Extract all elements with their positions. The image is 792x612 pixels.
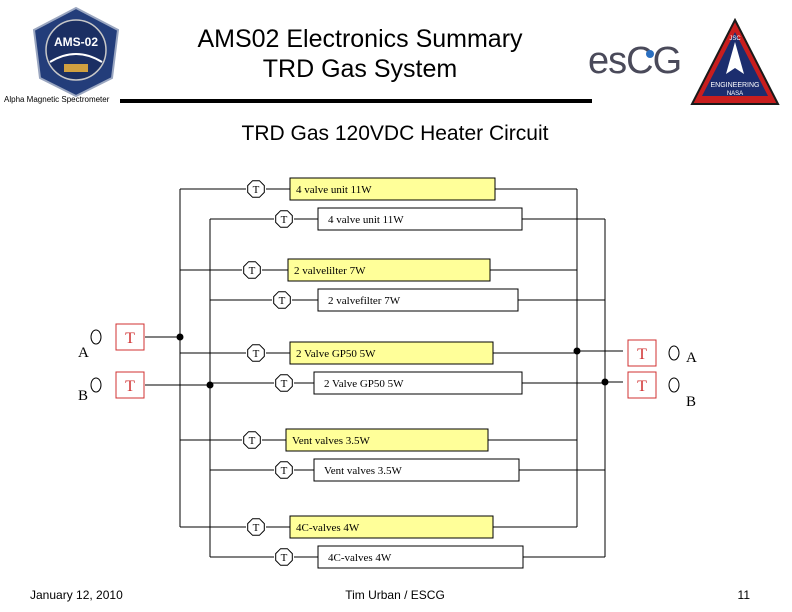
thermostat-icon <box>275 210 293 228</box>
heater-box <box>287 258 491 282</box>
heater-box <box>317 207 523 231</box>
thermostat-label: T <box>281 552 288 564</box>
title-underline <box>120 99 592 103</box>
heater-box <box>289 341 494 365</box>
bus-side-label: B <box>686 394 696 410</box>
side-thermostat-label: T <box>125 330 135 347</box>
side-thermostat-box <box>115 371 145 399</box>
heater-box <box>317 288 519 312</box>
thermostat-icon <box>247 180 265 198</box>
heater-label: 2 valvelilter 7W <box>294 265 366 277</box>
thermostat-group: T T T T T T T T T T <box>243 180 293 566</box>
connector-circle-icon <box>90 329 102 345</box>
connector-circle-icon <box>668 377 680 393</box>
nasa-engineering-logo: JSC ENGINEERING NASA <box>690 18 780 105</box>
connector-circle-icon <box>90 377 102 393</box>
title-line-2: TRD Gas System <box>262 55 458 83</box>
heater-label: 4C-valves 4W <box>328 552 392 564</box>
heater-group: 4 valve unit 11W 4 valve unit 11W 2 valvel… <box>285 177 524 569</box>
thermostat-label: T <box>253 348 260 360</box>
thermostat-icon <box>243 431 261 449</box>
heater-box <box>317 545 524 569</box>
thermostat-icon <box>247 344 265 362</box>
side-thermostat-box <box>627 371 657 399</box>
ams-02-logo: AMS-02 <box>32 6 120 98</box>
heater-label: Vent valves 3.5W <box>292 435 371 447</box>
page-title: AMS02 Electronics Summary TRD Gas System <box>150 24 570 84</box>
thermostat-label: T <box>281 214 288 226</box>
bus-side-label: A <box>78 345 89 361</box>
thermostat-icon <box>247 518 265 536</box>
thermostat-label: T <box>279 295 286 307</box>
heater-box <box>313 371 523 395</box>
nasa-logo-text-2: NASA <box>727 91 743 97</box>
thermostat-label: T <box>249 265 256 277</box>
heater-label: 4 valve unit 11W <box>296 184 372 196</box>
bus-side-elements: T A T B T A T B <box>78 323 697 410</box>
heater-label: 2 Valve GP50 5W <box>296 348 376 360</box>
escg-logo-text: esCG <box>588 40 681 80</box>
ams-logo-text: AMS-02 <box>54 35 98 49</box>
thermostat-icon <box>243 261 261 279</box>
side-thermostat-box <box>115 323 145 351</box>
footer-date: January 12, 2010 <box>30 588 123 602</box>
thermostat-icon <box>275 548 293 566</box>
ams-caption: Alpha Magnetic Spectrometer <box>4 95 110 104</box>
heater-label: 4C-valves 4W <box>296 522 360 534</box>
side-thermostat-label: T <box>125 378 135 395</box>
thermostat-label: T <box>253 522 260 534</box>
side-thermostat-label: T <box>637 378 647 395</box>
heater-label: 4 valve unit 11W <box>328 214 404 226</box>
heater-box <box>289 515 494 539</box>
circuit-title: TRD Gas 120VDC Heater Circuit <box>241 122 549 145</box>
thermostat-label: T <box>281 378 288 390</box>
bus-side-label: A <box>686 350 697 366</box>
thermostat-icon <box>275 374 293 392</box>
title-line-1: AMS02 Electronics Summary <box>197 25 523 53</box>
thermostat-label: T <box>253 184 260 196</box>
connector-circle-icon <box>668 345 680 361</box>
nasa-logo-top: JSC <box>729 36 741 42</box>
heater-label: Vent valves 3.5W <box>324 465 403 477</box>
escg-logo: esCG <box>588 40 682 80</box>
wires <box>145 188 623 558</box>
side-thermostat-label: T <box>637 346 647 363</box>
nasa-logo-text-1: ENGINEERING <box>710 82 759 89</box>
heater-box <box>313 458 520 482</box>
side-thermostat-box <box>627 339 657 367</box>
thermostat-icon <box>273 291 291 309</box>
bus-side-label: B <box>78 388 88 404</box>
thermostat-label: T <box>281 465 288 477</box>
heater-box <box>289 177 496 201</box>
heater-label: 2 Valve GP50 5W <box>324 378 404 390</box>
heater-box <box>285 428 489 452</box>
footer-author: Tim Urban / ESCG <box>345 588 445 602</box>
heater-label: 2 valvefilter 7W <box>328 295 401 307</box>
page-number: 11 <box>737 588 750 602</box>
thermostat-label: T <box>249 435 256 447</box>
thermostat-icon <box>275 461 293 479</box>
